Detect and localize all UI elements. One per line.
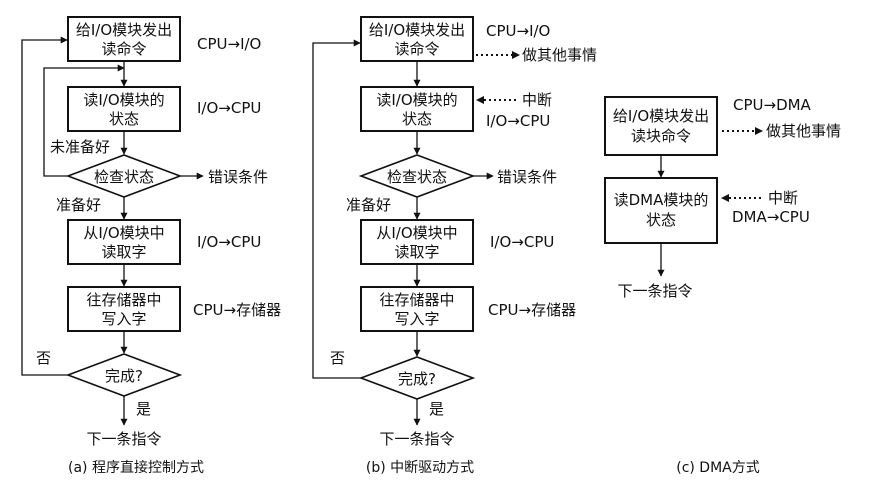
b-write-word-line2: 写入字 (394, 310, 439, 328)
c-interrupt-label: 中断 (768, 189, 798, 207)
b-check-status-label: 检查状态 (387, 168, 447, 186)
a-read-word-line1: 从I/O模块中 (83, 224, 164, 242)
c-read-dma-status-line1: 读DMA模块的 (614, 191, 709, 209)
b-read-status-line1: 读I/O模块的 (376, 91, 457, 109)
a-not-ready-label: 未准备好 (50, 138, 110, 156)
a-cpu-to-memory-label: CPU→存储器 (193, 301, 281, 319)
a-read-status-line2: 状态 (109, 110, 139, 128)
b-cpu-to-memory-label: CPU→存储器 (488, 301, 576, 319)
a-done-label: 完成? (105, 367, 143, 385)
b-read-word-box (360, 219, 474, 265)
b-arrow-no-loop (312, 39, 361, 379)
c-issue-block-command-box (604, 96, 718, 156)
c-interrupt-arrowhead (721, 194, 729, 202)
c-issue-block-command-line1: 给I/O模块发出 (613, 107, 709, 125)
c-other-work-label: 做其他事情 (766, 122, 841, 140)
c-other-work-arrowhead (755, 127, 763, 135)
b-interrupt-label: 中断 (522, 91, 552, 109)
a-no-label: 否 (36, 349, 51, 367)
b-issue-read-command-line1: 给I/O模块发出 (369, 21, 465, 39)
b-interrupt-arrowhead (476, 96, 484, 104)
b-yes-label: 是 (429, 400, 444, 418)
b-next-instruction-label: 下一条指令 (379, 430, 454, 448)
a-issue-read-command-line1: 给I/O模块发出 (76, 21, 172, 39)
a-read-word-line2: 读取字 (101, 243, 146, 261)
a-write-word-line2: 写入字 (101, 310, 146, 328)
c-issue-block-command-line2: 读块命令 (631, 127, 691, 145)
c-read-dma-status-box (604, 177, 718, 244)
panel-b-interrupt-driven: 给I/O模块发出 读命令 CPU→I/O 做其他事情 读I/O模块的 状态 中断… (312, 16, 597, 476)
b-issue-read-command-box (360, 16, 474, 62)
b-other-work-arrowhead (512, 51, 520, 59)
b-caption: (b) 中断驱动方式 (366, 460, 474, 476)
a-cpu-to-io-label: CPU→I/O (197, 35, 261, 53)
c-dma-to-cpu-label: DMA→CPU (732, 208, 810, 226)
b-read-status-line2: 状态 (402, 110, 432, 128)
b-write-word-box (360, 286, 474, 332)
a-io-to-cpu-label-1: I/O→CPU (197, 99, 261, 117)
a-issue-read-command-box (67, 16, 181, 62)
a-read-word-box (67, 219, 181, 265)
a-io-to-cpu-label-2: I/O→CPU (197, 233, 261, 251)
b-read-word-line1: 从I/O模块中 (376, 224, 457, 242)
b-issue-read-command-line2: 读命令 (394, 40, 439, 58)
b-write-word-line1: 往存储器中 (379, 291, 454, 309)
a-yes-label: 是 (136, 400, 151, 418)
a-read-status-box (67, 86, 181, 132)
b-io-to-cpu-label-2: I/O→CPU (490, 233, 554, 251)
a-arrow-not-ready-loop (43, 64, 125, 177)
b-ready-label: 准备好 (346, 196, 391, 214)
a-caption: (a) 程序直接控制方式 (68, 459, 204, 476)
a-next-instruction-label: 下一条指令 (86, 430, 161, 448)
c-cpu-to-dma-label: CPU→DMA (733, 96, 812, 114)
b-other-work-label: 做其他事情 (522, 46, 597, 64)
a-arrow-no-loop (21, 36, 68, 376)
panel-a-program-controlled: 给I/O模块发出 读命令 CPU→I/O 读I/O模块的 状态 I/O→CPU … (21, 16, 281, 476)
a-check-status-label: 检查状态 (94, 168, 154, 186)
a-ready-label: 准备好 (56, 196, 101, 214)
a-write-word-line1: 往存储器中 (86, 291, 161, 309)
c-caption: (c) DMA方式 (676, 460, 760, 476)
b-error-condition-label: 错误条件 (497, 168, 557, 186)
b-done-label: 完成? (398, 370, 436, 388)
c-read-dma-status-line2: 状态 (646, 211, 676, 229)
a-issue-read-command-line2: 读命令 (101, 40, 146, 58)
panel-c-dma: 给I/O模块发出 读块命令 CPU→DMA 做其他事情 读DMA模块的 状态 中… (604, 96, 841, 476)
a-error-condition-label: 错误条件 (208, 168, 268, 186)
b-read-word-line2: 读取字 (394, 243, 439, 261)
b-io-to-cpu-label-1: I/O→CPU (486, 112, 550, 130)
a-write-word-box (67, 286, 181, 332)
a-read-status-line1: 读I/O模块的 (83, 91, 164, 109)
b-no-label: 否 (330, 349, 345, 367)
b-cpu-to-io-label: CPU→I/O (486, 22, 550, 40)
c-next-instruction-label: 下一条指令 (617, 282, 692, 300)
